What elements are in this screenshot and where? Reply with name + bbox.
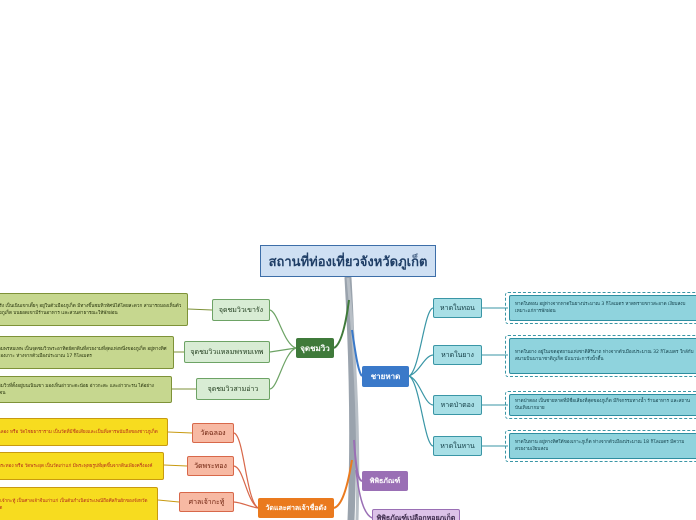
link-main-beaches xyxy=(351,329,363,377)
link-sub-beach xyxy=(408,375,434,447)
link-sub-temple xyxy=(233,432,259,509)
topic-kathu-shrine[interactable]: ศาลเจ้ากะทู้ xyxy=(179,492,234,512)
link-sub-viewpoint xyxy=(269,347,297,390)
topic-wat-chalong[interactable]: วัดฉลอง xyxy=(192,423,234,443)
detail-frame xyxy=(505,430,696,462)
topic-nai-yang[interactable]: หาดในยาง xyxy=(433,345,482,365)
link-sub-viewpoint xyxy=(269,309,297,349)
link-detail xyxy=(157,499,180,503)
detail-wat-phra-thong[interactable]: วัดพระทอง หรือ วัดพระผุด เป็นวัดเก่าแก่ … xyxy=(0,452,164,480)
link-sub-beach xyxy=(408,354,434,377)
detail-promthep-cape[interactable]: แหลมพรหมเทพ เป็นจุดชมวิวพระอาทิตย์ตกดินท… xyxy=(0,336,174,369)
topic-three-bays[interactable]: จุดชมวิวสามอ่าว xyxy=(196,378,270,400)
detail-kathu-shrine[interactable]: ศาลเจ้ากะทู้ เป็นศาลเจ้าจีนเก่าแก่ เป็นต… xyxy=(0,487,158,520)
topic-khao-rang[interactable]: จุดชมวิวเขารัง xyxy=(212,299,270,321)
branch-temples[interactable]: วัดและศาลเจ้าชื่อดัง xyxy=(258,498,334,518)
link-detail xyxy=(163,464,188,467)
link-sub-viewpoint xyxy=(269,347,297,353)
link-main-temples xyxy=(333,459,353,509)
detail-nai-yang[interactable]: หาดในยาง อยู่ในเขตอุทยานแห่งชาติสิรินาถ … xyxy=(509,338,696,374)
link-main-viewpoints xyxy=(333,299,350,349)
detail-nai-harn[interactable]: หาดในหาน อยู่ทางทิศใต้ของเกาะภูเก็ต ห่าง… xyxy=(509,433,696,459)
link-detail xyxy=(167,431,193,434)
link-detail xyxy=(187,308,213,311)
branch-beaches[interactable]: ชายหาด xyxy=(362,366,409,387)
topic-wat-phra-thong[interactable]: วัดพระทอง xyxy=(187,456,234,476)
topic-patong[interactable]: หาดป่าตอง xyxy=(433,395,482,415)
detail-khao-rang[interactable]: เขารัง เป็นเนินเขาเตี้ยๆ อยู่ในตัวเมืองภ… xyxy=(0,293,188,326)
topic-nai-thon[interactable]: หาดในทอน xyxy=(433,298,482,318)
detail-frame xyxy=(505,335,696,377)
link-sub-temple xyxy=(233,465,259,509)
topic-nai-harn[interactable]: หาดในหาน xyxy=(433,436,482,456)
link-main-museums xyxy=(353,439,363,482)
detail-nai-thon[interactable]: หาดในทอน อยู่ห่างจากหาดในยางประมาณ 3 กิโ… xyxy=(509,295,696,321)
link-sub-beach xyxy=(408,307,434,377)
link-main-museums xyxy=(355,469,373,519)
central-topic[interactable]: สถานที่ท่องเที่ยวจังหวัดภูเก็ต xyxy=(260,245,436,277)
link-sub-temple xyxy=(233,501,259,509)
branch-museums[interactable]: พิพิธภัณฑ์ xyxy=(362,471,408,491)
topic-shell-museum[interactable]: พิพิธภัณฑ์เปลือกหอยภูเก็ต xyxy=(372,509,460,520)
detail-wat-chalong[interactable]: วัดฉลอง หรือ วัดไชยธาราราม เป็นวัดที่มีช… xyxy=(0,418,168,446)
branch-viewpoints[interactable]: จุดชมวิว xyxy=(296,338,334,358)
detail-three-bays[interactable]: จุดชมวิวที่ตั้งอยู่บนเนินเขา มองเห็นอ่าว… xyxy=(0,376,172,403)
topic-promthep-cape[interactable]: จุดชมวิวแหลมพรหมเทพ xyxy=(184,341,270,363)
detail-patong[interactable]: หาดป่าตอง เป็นชายหาดที่มีชื่อเสียงที่สุด… xyxy=(509,394,696,416)
detail-frame xyxy=(505,292,696,324)
detail-frame xyxy=(505,391,696,419)
